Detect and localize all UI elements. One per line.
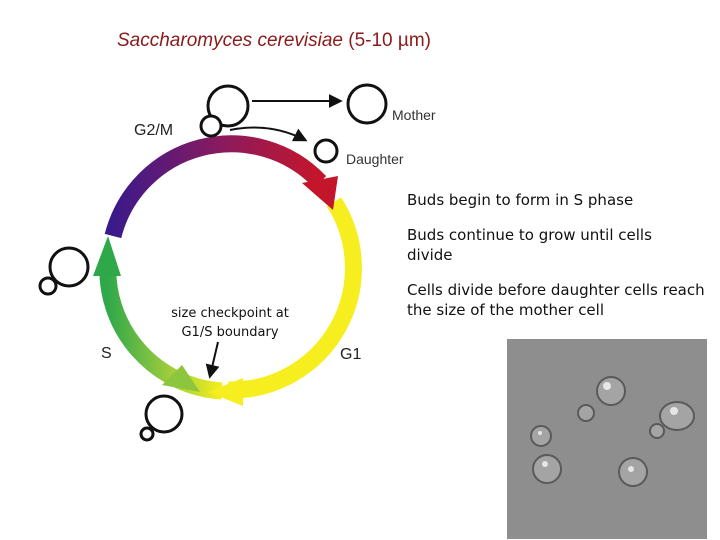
micro-cell — [659, 401, 695, 431]
micro-cell — [530, 425, 552, 447]
daughter-cell — [313, 138, 339, 164]
note-bud-formation: Buds begin to form in S phase — [407, 191, 634, 209]
checkpoint-line2: G1/S boundary — [181, 325, 279, 340]
mother-cell — [346, 83, 388, 125]
slide-title: Saccharomyces cerevisiae (5-10 µm) — [117, 30, 431, 52]
s-phase-bud-cell — [38, 276, 58, 296]
g2m-mother-cell — [206, 84, 250, 128]
arrowhead-lightgreen — [162, 365, 200, 392]
phase-label-s: S — [101, 345, 112, 362]
checkpoint-line1: size checkpoint at — [171, 306, 289, 321]
ring-purple-red-arc — [104, 135, 327, 239]
g2m-bud-cell — [199, 114, 223, 138]
micro-cell — [649, 423, 665, 439]
note-cell-division: Cells divide before daughter cells reach… — [407, 281, 705, 319]
title-size: (5-10 µm) — [342, 30, 431, 51]
phase-label-g2m: G2/M — [134, 122, 173, 139]
ring-green-arc — [99, 261, 223, 400]
g1s-mother-cell — [144, 394, 184, 434]
micro-cell — [577, 404, 595, 422]
arrowhead-red — [302, 176, 338, 210]
ring-yellow-arc — [227, 197, 362, 399]
g1s-bud-cell — [139, 426, 155, 442]
micro-cell — [532, 454, 562, 484]
phase-label-g1: G1 — [340, 346, 361, 363]
checkpoint-arrow — [205, 341, 220, 379]
arrowhead-green — [93, 236, 121, 276]
arrow-to-daughter — [229, 126, 308, 142]
title-species: Saccharomyces cerevisiae — [117, 30, 343, 51]
checkpoint-label: size checkpoint at G1/S boundary — [155, 304, 305, 342]
cell-cycle-diagram: G2/M S G1 Mother Daughter — [38, 83, 436, 442]
micro-cell — [618, 457, 648, 487]
arrowhead-yellow — [208, 378, 243, 406]
note-bud-growth: Buds continue to grow until cells divide — [407, 226, 652, 264]
s-phase-mother-cell — [48, 246, 90, 288]
mother-label: Mother — [392, 107, 436, 123]
daughter-label: Daughter — [346, 151, 404, 167]
yeast-micrograph — [507, 339, 707, 539]
micro-cell — [596, 376, 626, 406]
